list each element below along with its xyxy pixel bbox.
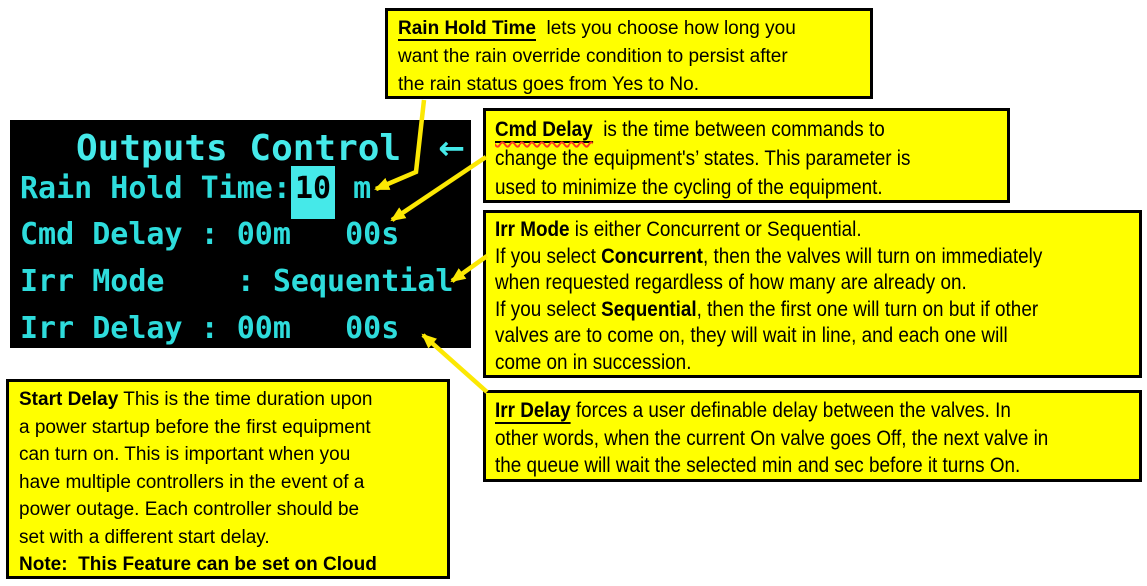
lcd-row-rain-hold-time: Rain Hold Time:10 m [20, 166, 372, 219]
callout-start-delay-text: Start Delay This is the time duration up… [19, 389, 377, 575]
back-arrow-icon[interactable]: ← [438, 129, 465, 167]
callout-cmd-delay: Cmd Delay is the time between commands t… [483, 108, 1010, 203]
callout-cmd-delay-text: Cmd Delay is the time between commands t… [495, 118, 911, 199]
callout-irr-delay-text: Irr Delay forces a user definable delay … [495, 399, 1049, 477]
callout-irr-mode-text: Irr Mode is either Concurrent or Sequent… [495, 218, 1043, 374]
callout-rain-hold-time-text: Rain Hold Time lets you choose how long … [398, 18, 796, 95]
rain-hold-time-value[interactable]: 10 [290, 166, 336, 219]
lcd-row-cmd-delay: Cmd Delay : 00m 00s [20, 217, 400, 252]
lcd-title: Outputs Control [76, 128, 402, 169]
lcd-row-irr-mode: Irr Mode : Sequential [20, 264, 454, 299]
callout-start-delay: Start Delay This is the time duration up… [6, 379, 450, 579]
callout-irr-delay: Irr Delay forces a user definable delay … [483, 390, 1142, 482]
lcd-row-irr-delay: Irr Delay : 00m 00s [20, 311, 400, 346]
callout-rain-hold-time: Rain Hold Time lets you choose how long … [385, 8, 873, 99]
lcd-screen: Outputs Control ← Rain Hold Time:10 m Cm… [10, 120, 471, 348]
rain-hold-time-unit: m [335, 171, 372, 206]
rain-hold-time-label: Rain Hold Time: [20, 171, 291, 206]
callout-irr-mode: Irr Mode is either Concurrent or Sequent… [483, 210, 1142, 378]
